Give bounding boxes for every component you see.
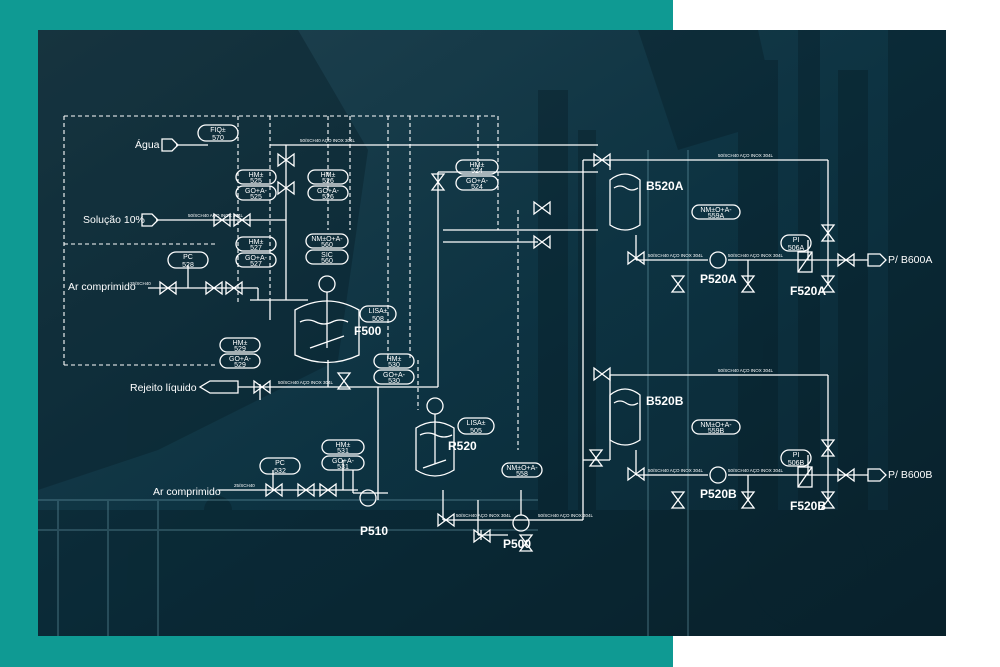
- hm527-top: HM±: [249, 239, 264, 246]
- go524-top: GO+A-: [466, 178, 489, 185]
- label-ar-comprimido-2: Ar comprimido: [153, 486, 221, 498]
- pi506a-num: 506A: [788, 245, 805, 252]
- lisa505-top: LISA±: [466, 420, 485, 427]
- equipment-b520b: B520B: [646, 394, 684, 408]
- go526-top: GO+A-: [317, 188, 340, 195]
- go526-num: 526: [322, 194, 334, 201]
- pc532-num: 532: [274, 468, 286, 475]
- label-solucao: Solução 10%: [83, 214, 145, 226]
- equipment-p520b: P520B: [700, 487, 737, 501]
- nm560-num: 560: [321, 242, 333, 249]
- equipment-r520: R520: [448, 439, 477, 453]
- go527-num: 527: [250, 261, 262, 268]
- pi506a-top: PI: [793, 237, 800, 244]
- go529-num: 529: [234, 362, 246, 369]
- label-rejeito-liquido: Rejeito líquido: [130, 382, 197, 394]
- equipment-f520a: F520A: [790, 284, 826, 298]
- pipe-spec-10: 50/SCH40 AÇO INOX 304L: [648, 468, 704, 473]
- label-p-b600b: P/ B600B: [888, 469, 932, 481]
- lisa505-num: 505: [470, 428, 482, 435]
- pipe-spec-5: 50/SCH40 AÇO INOX 304L: [538, 513, 594, 518]
- industrial-photo-background: Água Solução 10% Ar comprimido Rejeito l…: [38, 30, 946, 636]
- hm525-top: HM±: [249, 172, 264, 179]
- pc532-top: PC: [275, 460, 285, 467]
- pi506b-num: 506B: [788, 460, 805, 467]
- go525-num: 525: [250, 194, 262, 201]
- pipe-spec-short-1: 25/SCH40: [130, 281, 151, 286]
- pipe-spec-1: 50/SCH40 AÇO INOX 304L: [300, 138, 356, 143]
- label-p-b600a: P/ B600A: [888, 254, 932, 266]
- nm559a-num: 559A: [708, 213, 725, 220]
- nm558-top: NM±O+A-: [506, 465, 538, 472]
- pipe-spec-2: 50/SCH40 AÇO INOX 304L: [188, 213, 244, 218]
- nm559a-top: NM±O+A-: [700, 207, 732, 214]
- label-agua: Água: [135, 138, 160, 151]
- equipment-p500: P500: [503, 537, 531, 551]
- go531-num: 531: [337, 464, 349, 471]
- go530-num: 530: [388, 378, 400, 385]
- sic560-top: SIC: [321, 252, 333, 259]
- equipment-b520a: B520A: [646, 179, 684, 193]
- hm525-num: 525: [250, 178, 262, 185]
- hm527-num: 527: [250, 245, 262, 252]
- pi506b-top: PI: [793, 452, 800, 459]
- pipe-spec-short-2: 25/SCH40: [234, 483, 255, 488]
- hm531-top: HM±: [336, 442, 351, 449]
- pc528-top: PC: [183, 254, 193, 261]
- nm560-top: NM±O+A-: [311, 236, 343, 243]
- go527-top: GO+A-: [245, 255, 268, 262]
- equipment-shapes: [294, 173, 813, 532]
- go530-top: GO+A-: [383, 372, 406, 379]
- pipe-spec-9: 50/SCH40 AÇO INOX 304L: [718, 368, 774, 373]
- lisa508-top: LISA±: [368, 308, 387, 315]
- pid-diagram: Água Solução 10% Ar comprimido Rejeito l…: [38, 30, 946, 636]
- nm559b-num: 559B: [708, 428, 725, 435]
- fiq570-top: FIQ±: [210, 127, 226, 134]
- pipe-spec-7: 50/SCH40 AÇO INOX 304L: [648, 253, 704, 258]
- go524-num: 524: [471, 184, 483, 191]
- nm559b-top: NM±O+A-: [700, 422, 732, 429]
- go529-top: GO+A-: [229, 356, 252, 363]
- sic560-num: 560: [321, 258, 333, 265]
- pc528-num: 528: [182, 262, 194, 269]
- go525-top: GO+A-: [245, 188, 268, 195]
- hm531-num: 531: [337, 448, 349, 455]
- hm526-top: HM±: [321, 172, 336, 179]
- lisa508-num: 508: [372, 316, 384, 323]
- equipment-p520a: P520A: [700, 272, 737, 286]
- hm530-top: HM±: [387, 356, 402, 363]
- label-ar-comprimido-1: Ar comprimido: [68, 281, 136, 293]
- hm530-num: 530: [388, 362, 400, 369]
- pipe-spec-11: 50/SCH40 AÇO INOX 304L: [728, 468, 784, 473]
- hm524-top: HM±: [470, 162, 485, 169]
- valves: [159, 152, 855, 552]
- equipment-f500: F500: [354, 324, 382, 338]
- fiq570-num: 570: [212, 135, 224, 142]
- hm529-num: 529: [234, 346, 246, 353]
- hm524-num: 524: [471, 168, 483, 175]
- pipe-spec-4: 50/SCH40 AÇO INOX 304L: [456, 513, 512, 518]
- hm526-num: 526: [322, 178, 334, 185]
- equipment-p510: P510: [360, 524, 388, 538]
- hm529-top: HM±: [233, 340, 248, 347]
- equipment-f520b: F520B: [790, 499, 826, 513]
- go531-top: GO+A-: [332, 458, 355, 465]
- pipe-spec-8: 50/SCH40 AÇO INOX 304L: [728, 253, 784, 258]
- pipe-spec-3: 50/SCH40 AÇO INOX 304L: [278, 380, 334, 385]
- pipe-spec-6: 50/SCH40 AÇO INOX 304L: [718, 153, 774, 158]
- nm558-num: 558: [516, 471, 528, 478]
